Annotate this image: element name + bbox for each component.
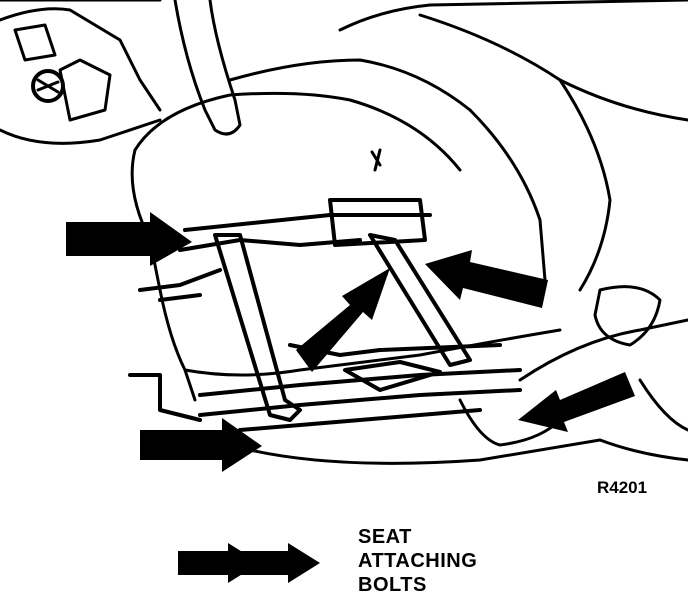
- legend-label: SEAT ATTACHING BOLTS: [358, 525, 477, 597]
- legend-line: ATTACHING: [358, 550, 478, 572]
- double-arrow-icon: [178, 543, 320, 583]
- floor-outline: [248, 285, 688, 465]
- legend-line: BOLTS: [358, 574, 427, 596]
- bolt-arrow-rear-right-icon: [518, 372, 635, 432]
- bolt-arrow-center-icon: [296, 268, 390, 372]
- seat-back-outline: [228, 0, 688, 292]
- legend-line: SEAT: [358, 526, 412, 548]
- bolt-arrow-front-left-icon: [66, 212, 192, 266]
- figure-reference-code: R4201: [597, 478, 648, 497]
- knob-icon: [31, 69, 65, 103]
- bolt-arrow-front-right-icon: [425, 250, 548, 308]
- shift-lever: [173, 0, 242, 136]
- console-outline: [0, 0, 162, 145]
- bolt-arrow-rear-left-icon: [140, 418, 262, 472]
- seat-track-frame: [128, 198, 522, 432]
